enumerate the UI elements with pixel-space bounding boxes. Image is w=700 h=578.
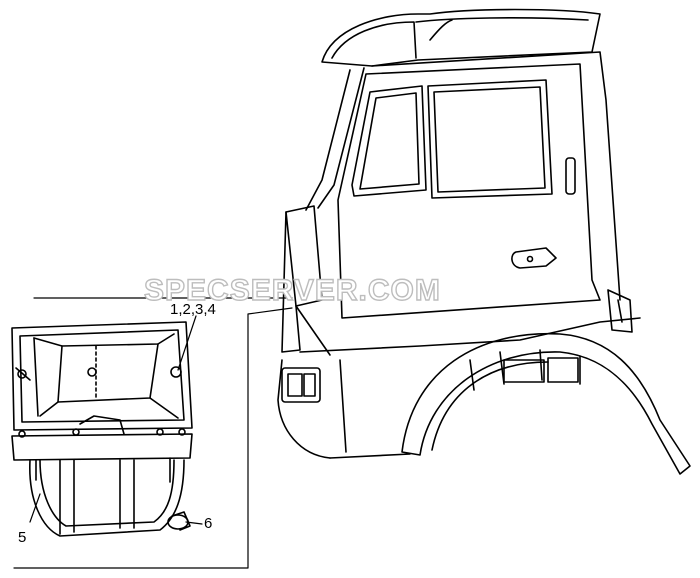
truck-cab	[277, 8, 691, 475]
door-grab-handle	[565, 157, 576, 195]
headlight-housing	[281, 367, 321, 403]
cab-door	[337, 63, 601, 319]
lamp-bracket	[11, 415, 193, 537]
door-window	[351, 85, 427, 197]
wheel-arch	[401, 332, 691, 475]
leader-1234	[177, 315, 197, 371]
leader-line	[13, 307, 293, 569]
callout-5: 5	[18, 529, 26, 546]
bulb	[167, 511, 203, 531]
lamp-housing	[11, 321, 193, 431]
callout-1234: 1,2,3,4	[170, 301, 216, 318]
side-window	[427, 79, 553, 199]
door-handle	[511, 247, 557, 269]
callout-6: 6	[204, 515, 212, 532]
roof-spoiler	[321, 8, 601, 67]
watermark-text: SPECSERVER.COM	[144, 274, 441, 307]
leader-5	[29, 493, 41, 523]
